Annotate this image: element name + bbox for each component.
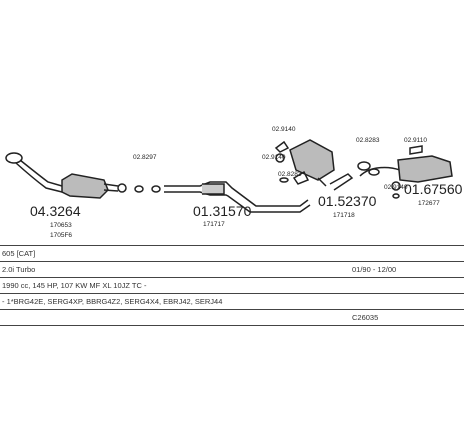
info-row-ref-right: C26035	[352, 313, 379, 322]
small-code-5: 02.8283	[356, 137, 380, 144]
part-number-rear-silencer: 01.67560	[404, 181, 463, 197]
small-code-6: 02.9110	[404, 137, 427, 144]
small-code-7: 02.9140	[384, 184, 408, 191]
part-number-center-pipe: 01.31570	[193, 203, 252, 219]
small-code-1: 02.8297	[133, 154, 157, 161]
part-number-front-pipe: 04.3264	[30, 203, 81, 219]
exhaust-diagram: 04.3264 170653 1705F6 01.31570 171717 01…	[5, 126, 463, 239]
info-row-engine-right: 01/90 - 12/00	[352, 265, 397, 274]
code-middle-silencer: 171718	[333, 212, 355, 219]
vehicle-info-table: 605 [CAT] 2.0i Turbo 01/90 - 12/00 1990 …	[0, 245, 464, 326]
code-center-pipe: 171717	[203, 221, 225, 228]
code-rear-silencer: 172677	[418, 200, 440, 207]
center-pipe	[134, 181, 311, 213]
rear-silencer	[357, 145, 453, 199]
info-row-model: 605 [CAT]	[0, 245, 464, 261]
info-row-ref: C26035	[0, 309, 464, 326]
small-code-3: 02.9140	[262, 154, 286, 161]
small-code-4: 02.8283	[278, 171, 302, 178]
info-row-specs: 1990 cc, 145 HP, 107 KW MF XL 10JZ TC -	[0, 277, 464, 293]
part-number-middle-silencer: 01.52370	[318, 193, 377, 209]
info-row-specs-left: 1990 cc, 145 HP, 107 KW MF XL 10JZ TC -	[2, 281, 147, 290]
code-front-pipe-2: 1705F6	[50, 232, 72, 239]
info-row-model-left: 605 [CAT]	[2, 249, 36, 258]
code-front-pipe-1: 170653	[50, 222, 72, 229]
info-row-engine: 2.0i Turbo 01/90 - 12/00	[0, 261, 464, 277]
middle-silencer	[274, 139, 354, 191]
info-row-codes: - 1*BRG42E, SERG4XP, BBRG4Z2, SERG4X4, E…	[0, 293, 464, 309]
front-pipe-with-catalyst	[5, 152, 127, 199]
info-row-codes-left: - 1*BRG42E, SERG4XP, BBRG4Z2, SERG4X4, E…	[2, 297, 223, 306]
small-code-2: 02.9140	[272, 126, 296, 133]
info-row-engine-left: 2.0i Turbo	[2, 265, 36, 274]
